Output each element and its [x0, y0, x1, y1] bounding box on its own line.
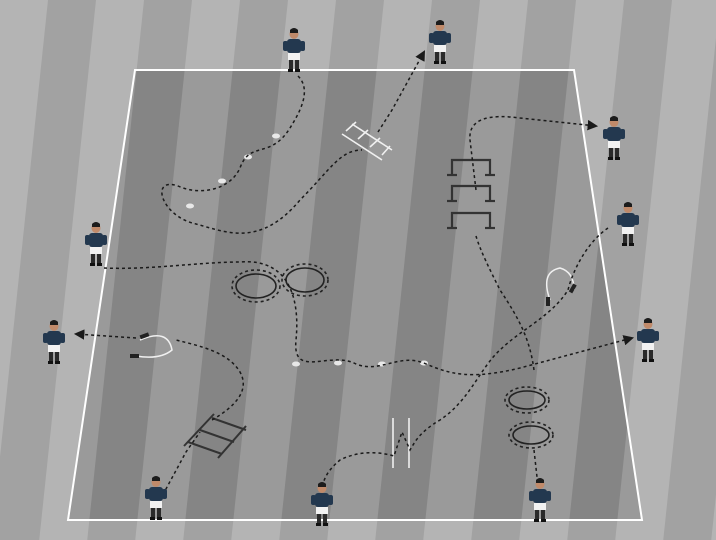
marker-icon — [272, 134, 280, 139]
marker-icon — [186, 204, 194, 209]
pitch-area — [68, 70, 642, 520]
marker-icon — [420, 361, 428, 366]
marker-icon — [218, 179, 226, 184]
marker-icon — [334, 361, 342, 366]
marker-icon — [292, 362, 300, 367]
